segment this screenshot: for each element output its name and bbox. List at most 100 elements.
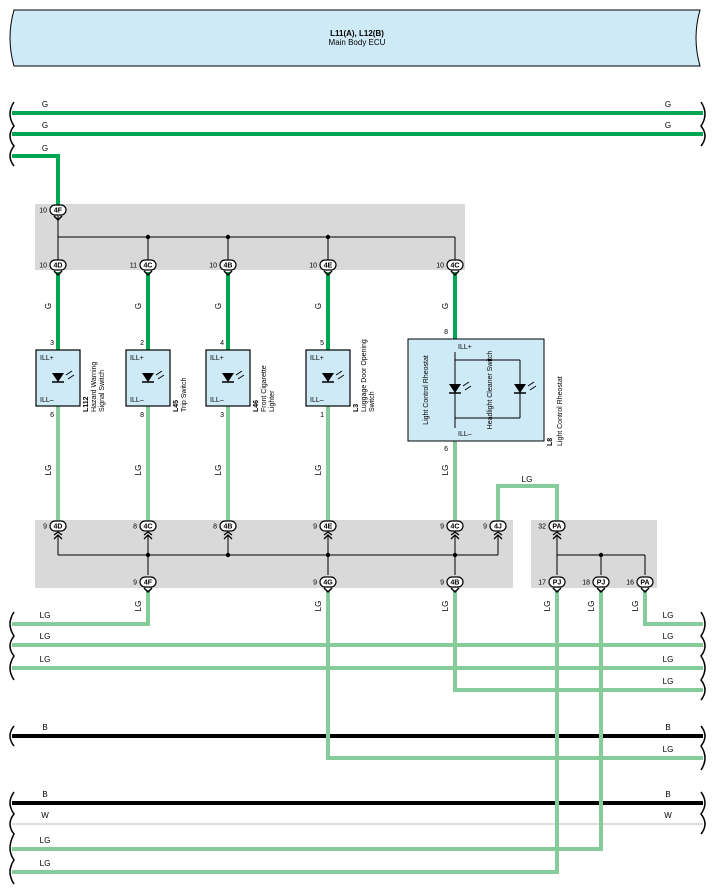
pin-4d-top-connector-label: 4D <box>54 263 63 270</box>
pin-4c-bottom: 4C 8 <box>133 520 157 540</box>
top-wires: G G G G G <box>12 100 703 205</box>
svg-text:LG: LG <box>663 745 674 754</box>
pin-4e-bottom-connector-label: 4E <box>324 524 333 531</box>
pin-4b-bottom-connector-label: 4B <box>224 524 233 531</box>
pin-4d-bottom-pin-number: 9 <box>43 524 47 531</box>
pin-4e-top-pin-number: 10 <box>309 263 317 270</box>
component-name-line2: Lighter <box>269 390 276 412</box>
svg-text:W: W <box>664 811 672 820</box>
svg-text:LG: LG <box>314 465 323 476</box>
pin-pj-18-connector-label: PJ <box>597 580 606 587</box>
pin-4c-bottom-connector-label: 4C <box>144 524 153 531</box>
svg-text:LG: LG <box>663 632 674 641</box>
svg-text:LG: LG <box>40 836 51 845</box>
svg-text:LG: LG <box>214 465 223 476</box>
pin-4c2-bottom-pin-number: 9 <box>440 524 444 531</box>
pin-4f-top-connector-label: 4F <box>54 208 63 215</box>
ill-plus-label: ILL+ <box>40 355 54 362</box>
pin-4e-bottom: 4E9 <box>313 520 337 540</box>
junction-block-bottom <box>35 520 513 588</box>
pin-top-number: 2 <box>140 340 144 347</box>
pin-4b-top-pin-number: 10 <box>209 263 217 270</box>
wire-label-g1-right: G <box>665 100 671 109</box>
component-code: L46 <box>253 400 260 412</box>
led-icon <box>222 373 234 382</box>
pin-pj-18-pin-number: 18 <box>582 580 590 587</box>
pin-4e-top-connector-label: 4E <box>324 263 333 270</box>
pin-4f-top: 4F 10 <box>39 204 67 222</box>
rheostat-led-1-icon <box>449 384 461 393</box>
component-name-line1: Front Cigarette <box>261 365 268 412</box>
lg-drops <box>56 406 559 522</box>
component-code: L45 <box>173 400 180 412</box>
right-junction-dot <box>598 552 604 558</box>
pin-pj-18: PJ 18 <box>582 576 610 594</box>
component-name-line2: Signal Switch <box>99 370 106 412</box>
wire-label-g2: G <box>42 121 48 130</box>
pin-4f-top-pin-number: 10 <box>39 208 47 215</box>
bottom-junction-dots <box>145 552 458 558</box>
pin-4b2-bottom-pin-number: 9 <box>440 580 444 587</box>
pin-4c2-bottom: 4C9 <box>440 520 464 540</box>
pin-top-number: 3 <box>50 340 54 347</box>
pin-4b2-bottom-connector-label: 4B <box>451 580 460 587</box>
svg-text:LG: LG <box>663 611 674 620</box>
pin-4d-bottom: 4D9 <box>43 520 67 540</box>
pin-4b-bottom-pin-number: 8 <box>213 524 217 531</box>
pin-pa-16-pin-number: 16 <box>626 580 634 587</box>
pin-pa-16-connector-label: PA <box>640 580 649 587</box>
bottom-wire-labels: LG LG LG LG LG LG LG B B LG B B W W LG L… <box>40 601 674 868</box>
pin-4b2-bottom: 4B 9 <box>440 576 464 594</box>
pin-pa-16: PA 16 <box>626 576 654 594</box>
component-code: L112 <box>83 396 90 412</box>
ill-minus-label: ILL– <box>310 397 324 404</box>
pin-bottom-number: 8 <box>140 412 144 419</box>
component-code: L3 <box>353 404 360 412</box>
component-name-line1: Trip Switch <box>181 378 188 412</box>
pin-4g-bottom-connector-label: 4G <box>323 580 333 587</box>
pin-pj-17-pin-number: 17 <box>538 580 546 587</box>
svg-text:LG: LG <box>522 475 533 484</box>
svg-text:LG: LG <box>40 655 51 664</box>
component-name-line1: Luggage Door Opening <box>361 339 368 412</box>
rheostat-led-2-icon <box>514 384 526 393</box>
svg-text:Headlight Cleaner Switch: Headlight Cleaner Switch <box>487 351 494 430</box>
svg-text:LG: LG <box>134 601 143 612</box>
wire-label-g3: G <box>42 144 48 153</box>
svg-text:LG: LG <box>40 859 51 868</box>
pin-4b-top-connector-label: 4B <box>224 263 233 270</box>
pin-4c-bottom-pin-number: 8 <box>133 524 137 531</box>
component-name-line1: Hazard Warning <box>91 362 98 412</box>
ill-minus-label: ILL– <box>130 397 144 404</box>
svg-text:LG: LG <box>543 601 552 612</box>
ill-plus-label: ILL+ <box>130 355 144 362</box>
led-icon <box>52 373 64 382</box>
svg-text:G: G <box>134 303 143 309</box>
wire-break-marks <box>9 101 706 885</box>
pin-4b-top: 4B 10 <box>209 259 237 277</box>
pin-4c2-top-connector-label: 4C <box>451 263 460 270</box>
pin-4g-bottom: 4G 9 <box>313 576 337 594</box>
pin-4g-bottom-pin-number: 9 <box>313 580 317 587</box>
component-name-line2: Switch <box>369 391 376 412</box>
svg-text:LG: LG <box>134 465 143 476</box>
ecu-code: L11(A), L12(B) <box>330 29 384 38</box>
svg-text:LG: LG <box>44 465 53 476</box>
pin-4d-top-pin-number: 10 <box>39 263 47 270</box>
svg-text:LG: LG <box>587 601 596 612</box>
svg-text:6: 6 <box>444 446 448 453</box>
light-control-rheostat: 8 6 ILL+ ILL– Light Control Rheostat Hea… <box>407 329 564 453</box>
pin-bottom-number: 3 <box>220 412 224 419</box>
top-junction-bus <box>57 216 456 262</box>
g-drop-labels: G G G G G <box>44 303 450 309</box>
pin-4j-bottom-connector-label: 4J <box>494 524 502 531</box>
svg-text:L8: L8 <box>547 438 554 446</box>
